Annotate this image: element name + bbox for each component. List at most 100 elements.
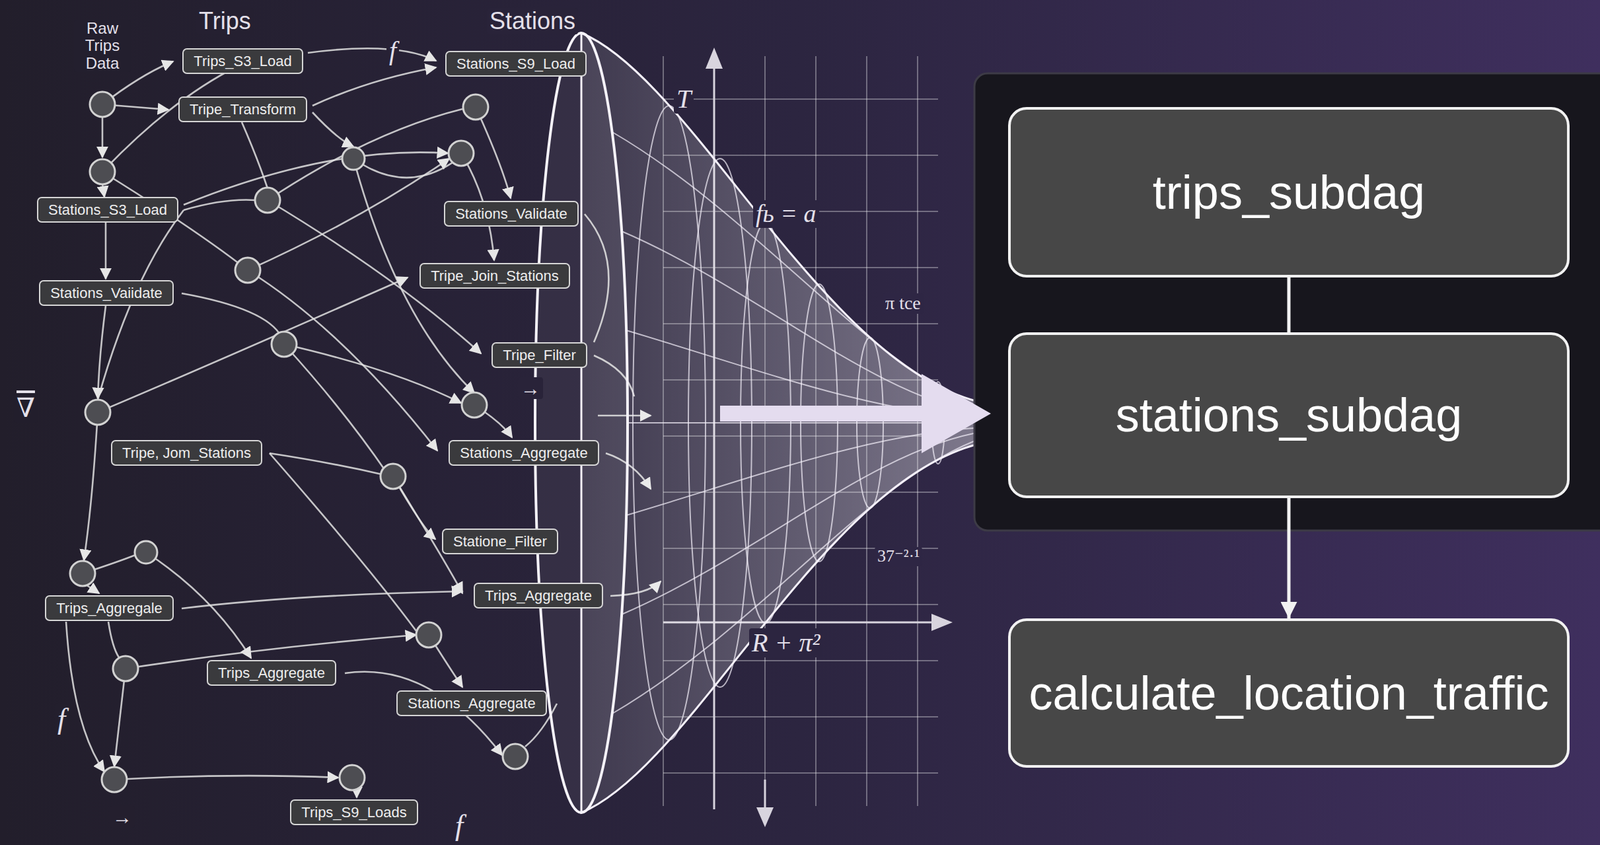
tangle-line [102, 183, 105, 197]
funnel-ring [800, 284, 838, 562]
task-box: Trips_Aggregate [473, 582, 604, 609]
graph-dot [271, 331, 297, 357]
arrow-glyph: → [109, 805, 135, 828]
node-text: Stations_S9_Load [456, 55, 576, 73]
task-box: Trips_S3_Load [182, 48, 304, 74]
tangle-line [269, 453, 382, 475]
math-symbol: f [54, 703, 69, 736]
node-text: Stations_S3_Load [48, 201, 168, 219]
funnel-mouth [535, 33, 628, 813]
task-box: Stations_Vaiidate [38, 280, 174, 306]
math-symbol: f [452, 809, 466, 842]
graph-dot [380, 463, 406, 489]
tangle-line [66, 621, 105, 772]
funnel-ring [740, 222, 791, 623]
node-text: Tripe_Transform [189, 101, 296, 118]
task-box: Trips_S9_Loads [290, 799, 419, 826]
graph-dot [70, 560, 96, 586]
node-text: Trips_S3_Load [193, 52, 292, 70]
axis-arrowhead [756, 807, 774, 828]
tangle-line [114, 775, 339, 780]
axis-label: T [673, 84, 694, 114]
task-box: Stations_Aggregate [448, 439, 600, 466]
subdag-box: stations_subdag [1008, 332, 1570, 499]
tangle-line [284, 344, 387, 473]
node-text: Statione_Filter [453, 533, 547, 550]
tangle-line [83, 412, 98, 561]
tangle-line [114, 668, 126, 767]
graph-dot [89, 91, 115, 117]
node-text: Stations_Aggregate [459, 444, 588, 462]
funnel-ring [632, 105, 706, 740]
node-text: Tripe_Join_Stations [430, 267, 559, 285]
group-heading: Stations [486, 7, 579, 35]
subdag-box: calculate_location_traffic [1008, 618, 1570, 768]
big-arrow [720, 373, 991, 454]
node-text: calculate_location_traffic [1028, 665, 1549, 721]
graph-dot [448, 140, 474, 166]
formula-label: 37⁻²·¹ [874, 546, 923, 567]
node-text: Stations_Aggregate [407, 694, 536, 712]
tangle-line [312, 112, 354, 147]
task-box: Trips_Aggregale [44, 595, 174, 621]
dag-connector [1287, 277, 1291, 333]
graph-dot [89, 159, 115, 185]
formula-label: fь = a [753, 200, 820, 228]
node-text: Stations_Validate [455, 205, 568, 222]
tangle-line [183, 152, 448, 205]
dag-connector [1287, 498, 1291, 619]
source-label: Raw Trips Data [73, 19, 131, 73]
node-text: trips_subdag [1152, 165, 1425, 220]
arrow-glyph: → [517, 377, 544, 400]
node-text: Trips_Aggregate [218, 664, 326, 682]
node-text: Tripe, Jom_Stations [122, 444, 252, 462]
graph-dot [85, 399, 111, 425]
tangle-line [307, 48, 437, 61]
tangle-line [353, 155, 463, 178]
tangle-line [181, 591, 463, 609]
tangle-line [267, 109, 463, 201]
task-box: Stations_S9_Load [445, 50, 587, 77]
task-box: Tripe_Transform [178, 96, 308, 123]
graph-dot [461, 392, 487, 418]
tangle-line [85, 584, 100, 594]
tangle-line [247, 158, 450, 271]
tangle-line [312, 67, 437, 106]
task-box: Statione_Filter [441, 528, 559, 555]
formula-label: π tce [882, 293, 924, 314]
node-text: Trips_Aggregate [484, 587, 592, 604]
graph-dot [339, 764, 365, 791]
graph-dot [112, 655, 139, 682]
tangle-line [108, 621, 119, 658]
graph-dot [342, 147, 365, 170]
dag-panel [974, 73, 1600, 531]
task-box: Trips_Aggregate [206, 659, 337, 686]
task-box: Stations_Validate [443, 200, 579, 227]
graph-dot [134, 541, 158, 564]
graph-dot [235, 257, 261, 283]
formula-label: R + π² [749, 628, 823, 658]
math-symbol: ∇ [13, 393, 38, 423]
node-text: Trips_Aggregale [56, 599, 163, 617]
graph-dot [502, 743, 528, 769]
task-box: Tripe_Filter [491, 342, 588, 368]
tangle-line [241, 122, 268, 189]
task-box: Tripe_Join_Stations [419, 262, 571, 289]
subdag-box: trips_subdag [1008, 107, 1570, 278]
funnel-ring [856, 337, 884, 509]
funnel-ring [688, 158, 752, 688]
axis-arrowhead [705, 47, 723, 69]
arrow-shaft [720, 405, 932, 422]
group-heading: Trips [196, 7, 254, 35]
tangle-line [105, 222, 108, 279]
node-text: Tripe_Filter [502, 346, 576, 364]
node-text: Trips_S9_Loads [301, 803, 407, 821]
funnel [535, 33, 985, 813]
graph-dot [463, 94, 489, 120]
graph-dot [101, 766, 127, 793]
math-symbol: f [386, 36, 400, 66]
tangle-line [181, 293, 285, 345]
tangle-line [269, 453, 417, 631]
graph-dot [254, 187, 281, 213]
